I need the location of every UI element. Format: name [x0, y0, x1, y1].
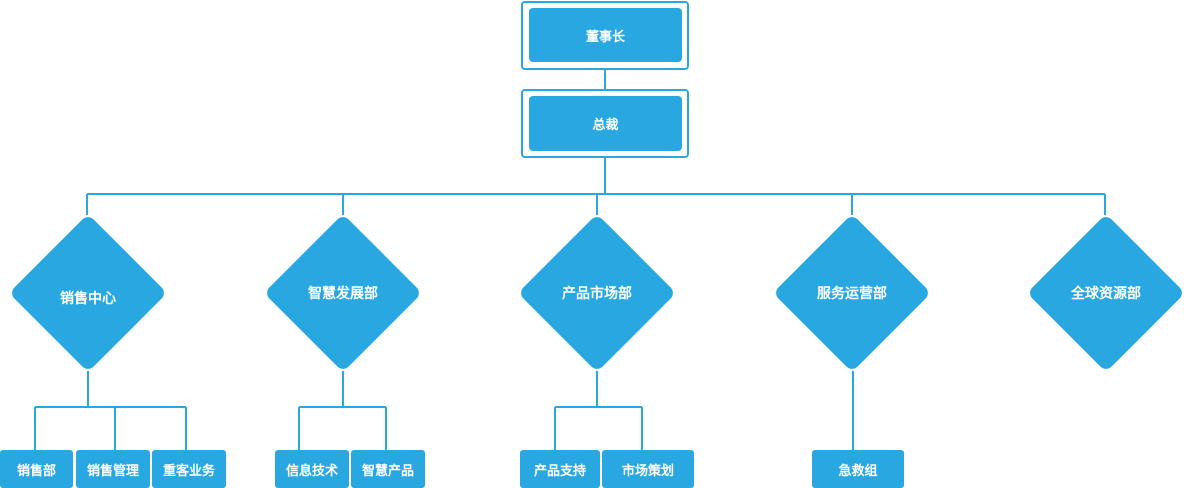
- sub-node-information-technology[interactable]: 信息技术: [275, 450, 349, 488]
- sub-node-smart-products[interactable]: 智慧产品: [351, 450, 425, 488]
- dept-label-sales-center: 销售中心: [60, 291, 116, 307]
- chairman-node[interactable]: 董事长: [529, 8, 682, 62]
- sub-label: 产品支持: [533, 463, 586, 479]
- dept-label-service-operations: 服务运营部: [817, 286, 887, 302]
- sub-node-product-support[interactable]: 产品支持: [520, 450, 600, 488]
- president-node[interactable]: 总裁: [529, 96, 682, 151]
- sub-label: 销售部: [16, 463, 56, 479]
- sub-node-emergency-team[interactable]: 急救组: [812, 450, 904, 488]
- sub-node-sales-dept[interactable]: 销售部: [0, 450, 73, 488]
- president-label: 总裁: [592, 118, 619, 133]
- dept-label-product-marketing: 产品市场部: [562, 286, 632, 302]
- chairman-label: 董事长: [585, 29, 625, 45]
- sub-label: 急救组: [838, 463, 878, 479]
- sub-node-key-accounts[interactable]: 重客业务: [152, 450, 226, 488]
- sub-label: 重客业务: [162, 463, 215, 479]
- sub-node-market-planning[interactable]: 市场策划: [602, 450, 694, 488]
- sub-label: 智慧产品: [361, 463, 414, 479]
- sub-label: 市场策划: [621, 463, 674, 479]
- sub-label: 信息技术: [285, 463, 338, 479]
- sub-label: 销售管理: [86, 463, 139, 479]
- dept-label-global-resources: 全球资源部: [1071, 286, 1141, 302]
- dept-label-smart-development: 智慧发展部: [308, 286, 378, 302]
- sub-node-sales-management[interactable]: 销售管理: [76, 450, 150, 488]
